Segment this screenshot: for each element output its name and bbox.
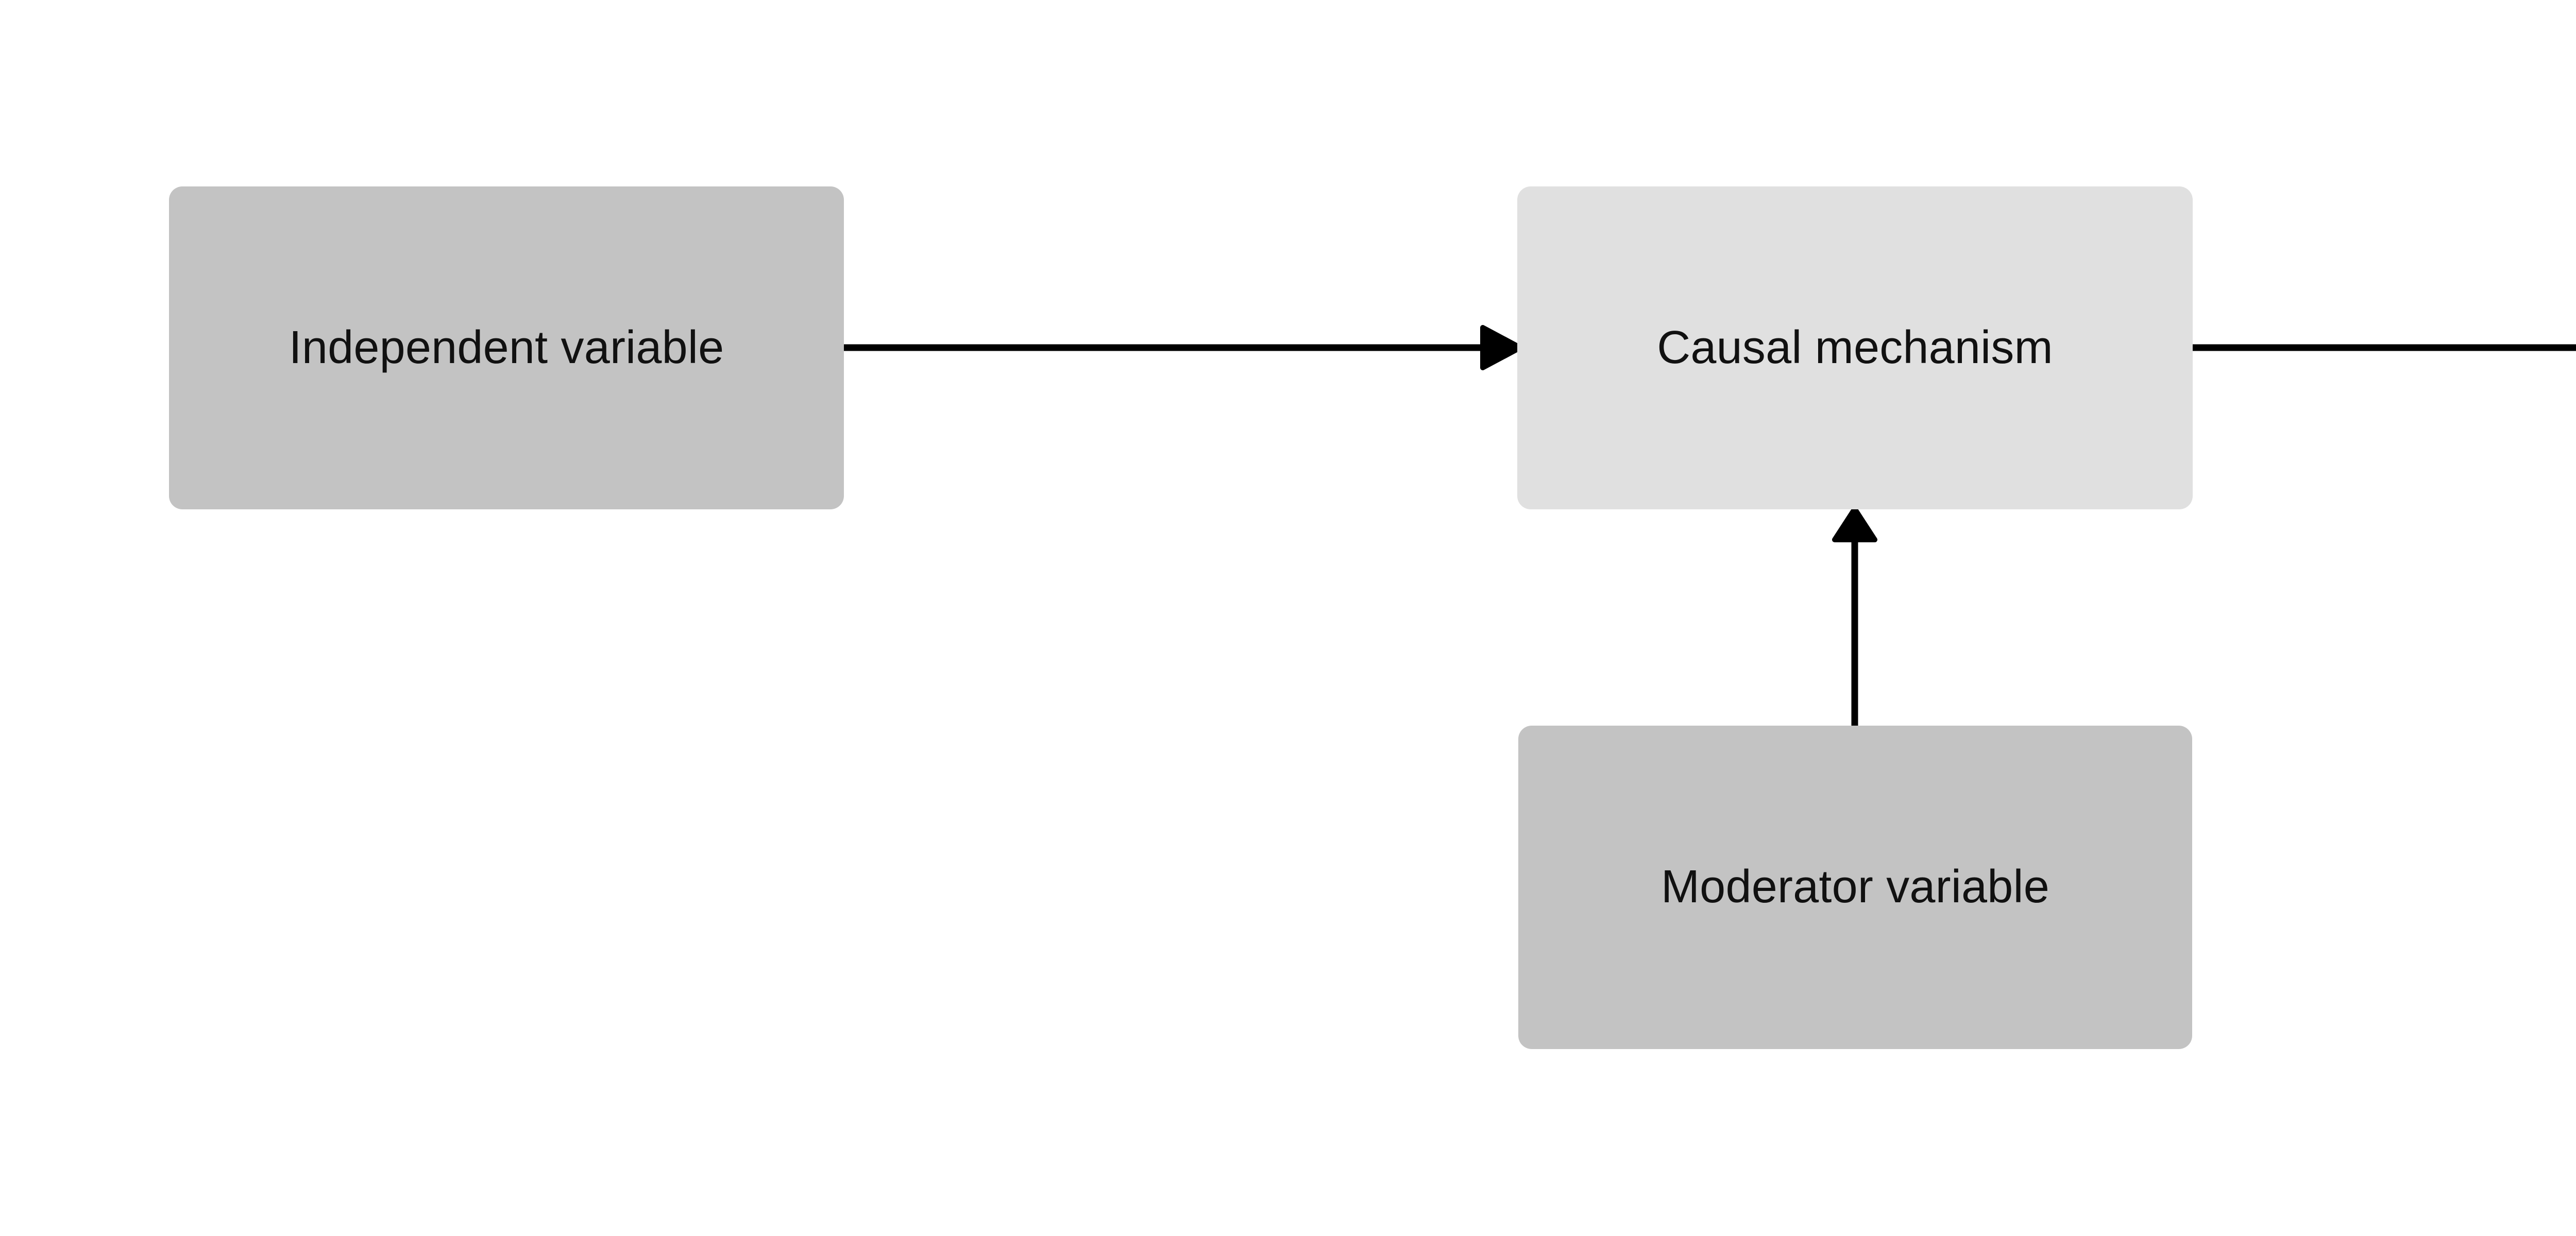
arrowhead-right-icon [1480, 325, 1523, 370]
node-causal-mechanism[interactable]: Causal mechanism [1517, 186, 2193, 509]
node-label: Independent variable [289, 321, 724, 373]
edge-independent-to-causal [844, 325, 1523, 370]
node-label: Moderator variable [1661, 861, 2049, 913]
arrowhead-up-icon [1832, 506, 1877, 542]
edge-moderator-to-causal [1832, 506, 1877, 726]
node-label: Causal mechanism [1657, 321, 2053, 373]
edge-causal-to-dependent [2193, 344, 2576, 351]
node-moderator-variable[interactable]: Moderator variable [1518, 726, 2192, 1049]
node-independent-variable[interactable]: Independent variable [169, 186, 844, 509]
